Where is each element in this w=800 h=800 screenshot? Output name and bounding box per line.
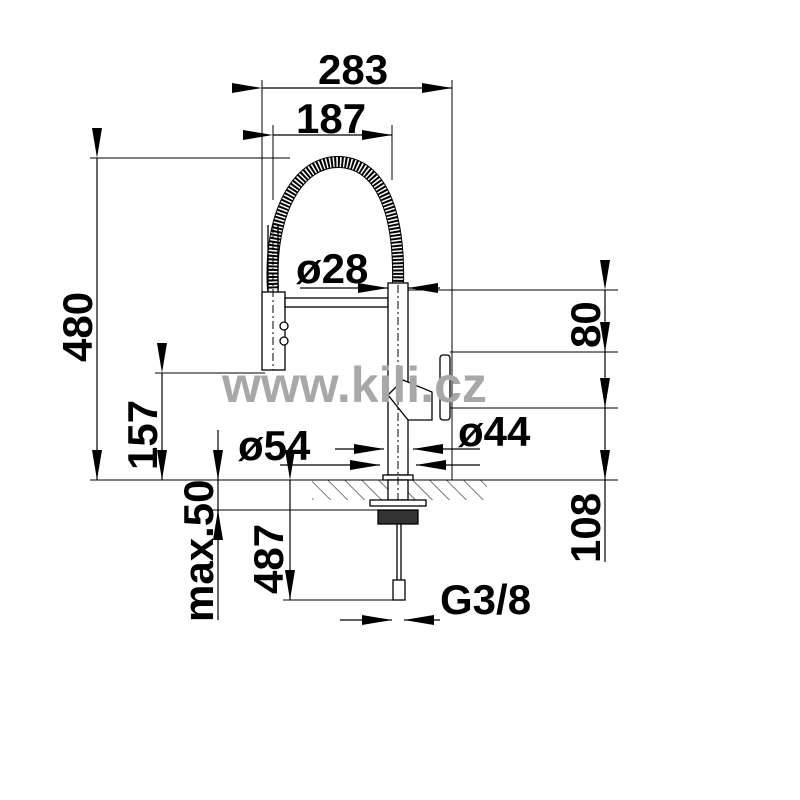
handle-lever [439, 354, 451, 421]
hose-connector [392, 579, 406, 601]
dim-connection-thread: G3/8 [440, 576, 531, 623]
dim-base-diameter: ø54 [238, 422, 311, 469]
dimension-lines [92, 83, 610, 625]
dim-spout-diameter: ø28 [296, 245, 368, 292]
dim-overall-width: 283 [318, 46, 388, 93]
dim-hose-length: 487 [245, 524, 292, 594]
dim-spray-height: 157 [119, 400, 166, 470]
faucet [261, 155, 451, 601]
handle-hub [387, 379, 433, 421]
mounting-nut [377, 509, 419, 525]
dim-body-diameter: ø44 [458, 408, 531, 455]
spray-button [279, 321, 289, 331]
spray-button [279, 336, 289, 346]
spray-holder-arm [284, 297, 389, 308]
dim-overall-height: 480 [54, 292, 101, 362]
dim-spout-reach: 187 [296, 95, 366, 142]
dim-handle-offset: 108 [562, 493, 609, 563]
dim-handle-height: 80 [562, 301, 609, 348]
dim-counter-thickness: max.50 [175, 480, 222, 622]
extension-lines [90, 80, 618, 601]
watermark: www.kili.cz [221, 357, 487, 413]
